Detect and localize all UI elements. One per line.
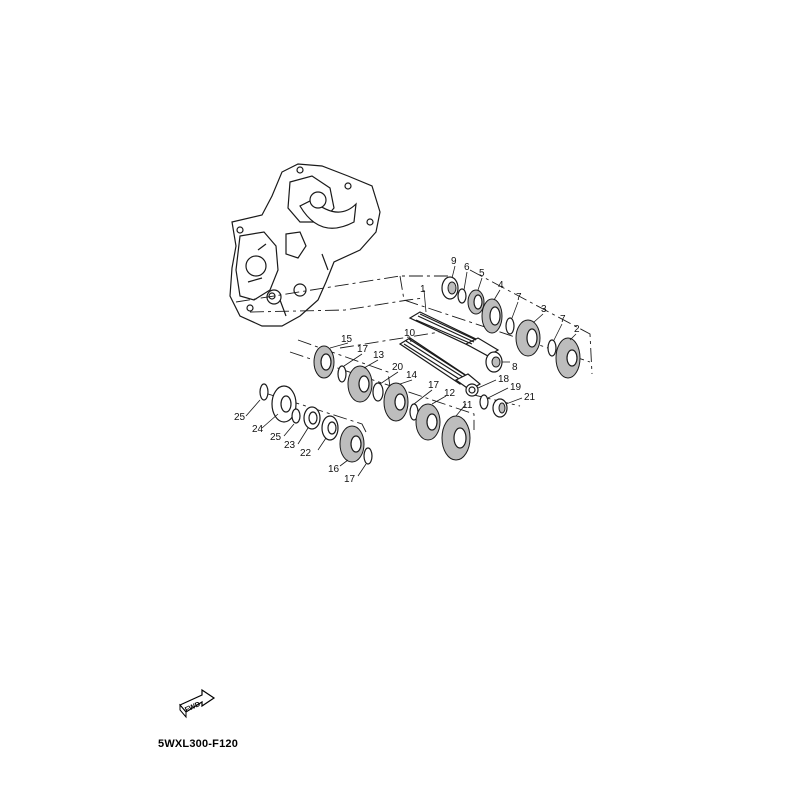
callout-14: 14	[406, 370, 418, 381]
callout-25: 25	[234, 412, 246, 423]
callout-1: 1	[420, 284, 426, 295]
callout-6: 6	[464, 262, 470, 273]
callout-10: 10	[404, 328, 416, 339]
callout-20: 20	[392, 362, 404, 373]
washer-19	[479, 394, 489, 410]
callout-17: 17	[428, 380, 440, 391]
callout-23: 23	[284, 440, 296, 451]
callout-21: 21	[524, 392, 536, 403]
callout-2: 2	[574, 324, 580, 335]
callout-11: 11	[462, 400, 473, 411]
gear-13	[347, 365, 373, 403]
gear-16	[339, 425, 365, 463]
callout-4: 4	[498, 280, 504, 291]
leader-lines	[245, 265, 577, 477]
callout-25: 25	[270, 432, 282, 443]
bearing-8	[485, 351, 503, 373]
gear-5	[467, 289, 485, 315]
washer-18	[465, 383, 479, 397]
callout-17: 17	[344, 474, 356, 485]
sprocket-24	[271, 385, 297, 423]
callout-7: 7	[560, 314, 566, 325]
fwd-arrow-icon: FWD	[179, 688, 216, 719]
gear-14	[383, 382, 409, 422]
main-shaft	[408, 289, 500, 357]
washer-20	[372, 382, 384, 402]
gear-2	[555, 337, 581, 379]
callout-12: 12	[444, 388, 456, 399]
callout-7: 7	[516, 292, 522, 303]
bearing-21	[492, 398, 508, 418]
callout-3: 3	[541, 304, 547, 315]
washer-6	[457, 288, 467, 304]
circlip-7b	[547, 339, 557, 357]
diagram-code: 5WXL300-F120	[158, 738, 239, 750]
circlip-17a	[337, 365, 347, 383]
gear-parts	[259, 276, 581, 465]
gear-3	[515, 319, 541, 357]
callout-9: 9	[451, 256, 457, 267]
circlip-25a	[259, 383, 269, 401]
callout-15: 15	[341, 334, 353, 345]
gear-12	[415, 403, 441, 441]
callout-labels: 9 6 5 4 1 7 3 7 2 10 15 17 13 20 14 17 8…	[234, 256, 580, 485]
callout-18: 18	[498, 374, 510, 385]
circlip-7a	[505, 317, 515, 335]
gear-11	[441, 415, 471, 461]
bushing-22	[321, 415, 339, 441]
callout-16: 16	[328, 464, 340, 475]
crankcase-housing	[229, 163, 381, 327]
callout-17: 17	[357, 344, 369, 355]
callout-22: 22	[300, 448, 312, 459]
callout-8: 8	[512, 362, 518, 373]
bearing-23	[303, 406, 321, 430]
circlip-17c	[363, 447, 373, 465]
callout-24: 24	[252, 424, 264, 435]
bearing-9	[441, 276, 459, 300]
callout-5: 5	[479, 268, 485, 279]
drive-axle	[398, 337, 482, 391]
callout-19: 19	[510, 382, 522, 393]
circlip-25b	[291, 408, 301, 424]
callout-13: 13	[373, 350, 385, 361]
gear-4	[481, 298, 503, 334]
gear-15	[313, 345, 335, 379]
